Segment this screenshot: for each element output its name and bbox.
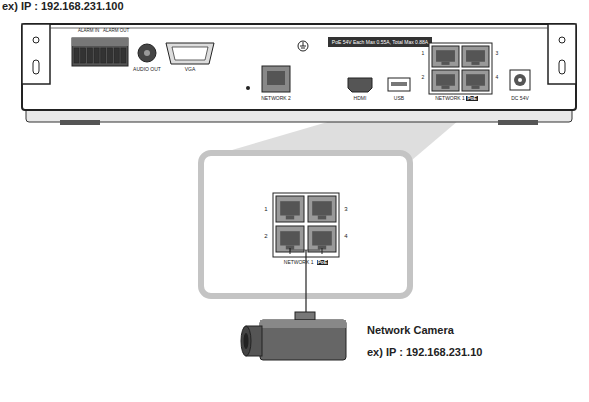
device-name: Network Camera bbox=[367, 325, 454, 336]
panel-label: HDMI bbox=[354, 96, 367, 101]
vga-port bbox=[166, 43, 214, 64]
terminal-pin bbox=[74, 48, 79, 63]
nvr-chassis bbox=[22, 24, 576, 125]
spec-plate bbox=[328, 37, 432, 47]
rj45-port bbox=[308, 196, 336, 222]
usb-port bbox=[388, 78, 410, 91]
rj45-port bbox=[280, 231, 300, 245]
rj45-port bbox=[276, 196, 304, 222]
panel-label: 4 bbox=[344, 233, 347, 239]
alarm-terminal bbox=[72, 38, 128, 66]
ip-label: ex) IP : 192.168.231.10 bbox=[367, 347, 482, 358]
panel-label: AUDIO OUT bbox=[133, 67, 161, 72]
rj45-port bbox=[432, 46, 459, 67]
port-wire bbox=[290, 248, 320, 252]
ground-symbol bbox=[298, 41, 308, 51]
network1-ports bbox=[429, 43, 492, 94]
panel-label: 1 bbox=[422, 51, 425, 56]
rj45-port bbox=[441, 62, 449, 65]
poe-badge: PoE bbox=[317, 260, 329, 265]
inset-ports bbox=[276, 196, 336, 254]
rj45-port bbox=[318, 216, 326, 220]
led bbox=[246, 86, 250, 90]
panel-label: 2 bbox=[422, 75, 425, 80]
rj45-port bbox=[312, 201, 332, 215]
port-block: NETWORK 1PoE bbox=[262, 190, 350, 276]
terminal-pin bbox=[87, 48, 92, 63]
dc-jack bbox=[510, 70, 530, 90]
network2-port bbox=[262, 66, 290, 92]
panel-label: 1 bbox=[264, 206, 267, 212]
rj45-port bbox=[436, 74, 455, 86]
terminal-pin bbox=[121, 48, 126, 63]
rj45-port bbox=[441, 86, 449, 89]
rj45-port bbox=[471, 86, 479, 89]
port-label: NETWORK 1 bbox=[284, 260, 314, 265]
camera-node: Network Camera ex) IP : 192.168.231.10 bbox=[236, 312, 486, 364]
rj45-port bbox=[471, 62, 479, 65]
network1-ports bbox=[432, 46, 489, 91]
audio-jack bbox=[144, 50, 150, 56]
rj45-port bbox=[436, 50, 455, 62]
panel-label: PoE 54V Each Max 0.55A, Total Max 0.88A bbox=[332, 40, 428, 45]
panel-label: PoE bbox=[466, 96, 478, 101]
panel-label: ALARM IN bbox=[78, 29, 99, 34]
panel-label: NETWORK 2 bbox=[261, 96, 291, 101]
panel-label: VGA bbox=[185, 67, 196, 72]
terminal-pin bbox=[94, 48, 99, 63]
inset-ports bbox=[273, 193, 339, 257]
audio-jack bbox=[138, 44, 156, 62]
terminal-pin bbox=[108, 48, 113, 63]
terminal-pin bbox=[101, 48, 106, 63]
panel-label: USB bbox=[394, 96, 404, 101]
rj45-port bbox=[466, 74, 485, 86]
terminal-pin bbox=[114, 48, 119, 63]
rj45-port bbox=[462, 70, 489, 91]
panel-label: 2 bbox=[264, 233, 267, 239]
panel-label: DC 54V bbox=[511, 96, 529, 101]
panel-label: 3 bbox=[496, 51, 499, 56]
usb-port bbox=[391, 82, 407, 86]
rj45-port bbox=[280, 201, 300, 215]
panel-label: 3 bbox=[344, 206, 347, 212]
rj45-port bbox=[286, 216, 294, 220]
terminal-pin bbox=[81, 48, 86, 63]
rj45-port bbox=[466, 50, 485, 62]
rj45-port bbox=[432, 70, 459, 91]
terminal-pins bbox=[74, 48, 126, 63]
panel-label: 4 bbox=[496, 75, 499, 80]
rj45-port bbox=[462, 46, 489, 67]
ip-label: ex) IP : 192.168.231.100 bbox=[2, 1, 124, 12]
panel-label: ALARM OUT bbox=[103, 29, 129, 34]
network-camera bbox=[241, 312, 346, 360]
rj45-port bbox=[312, 231, 332, 245]
hdmi-port bbox=[348, 78, 372, 92]
panel-label: NETWORK 1 bbox=[435, 96, 465, 101]
